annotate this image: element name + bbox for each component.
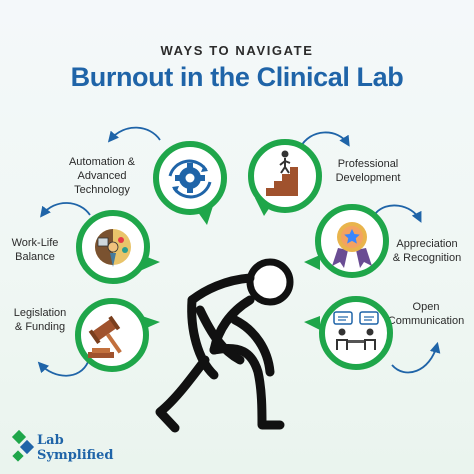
arrow-work-life [40,202,91,218]
arrow-automation [107,126,161,143]
logo-text-line1: Lab [37,433,64,448]
arrow-legislation [37,361,89,377]
page-title: Burnout in the Clinical Lab [70,62,404,92]
lab-symplified-logo-icon [11,429,35,462]
label-legislation: Legislation & Funding [13,307,67,333]
badge-professional [248,139,322,216]
logo-text-line2: Symplified [37,448,114,463]
gavel-icon [88,315,122,358]
conversation-icon [333,311,379,350]
stairs-climber-icon [266,150,298,196]
badge-automation [153,141,227,225]
exhausted-figure-illustration [155,258,294,433]
award-medal-icon [332,222,372,268]
label-automation: Automation & Advanced Technology [68,156,136,196]
arrow-professional [299,131,350,149]
arrow-appreciation [374,204,422,223]
arrow-communication [391,341,441,374]
label-appreciation: Appreciation & Recognition [392,238,462,264]
label-communication: Open Communication [387,301,465,327]
header-kicker: WAYS TO NAVIGATE [160,43,314,58]
badge-appreciation [304,204,389,278]
badge-work-life [76,210,160,284]
badge-communication [304,296,393,370]
label-work-life: Work-Life Balance [11,237,59,263]
work-life-balance-icon [95,229,131,267]
label-professional: Professional Development [335,158,401,184]
gears-icon [168,159,212,199]
badge-legislation [75,298,160,372]
